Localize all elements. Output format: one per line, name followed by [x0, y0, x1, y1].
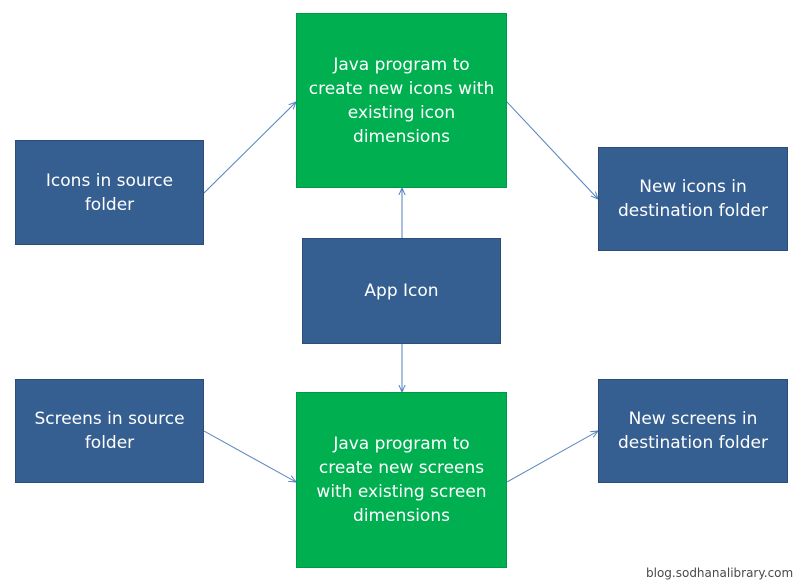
arrow-screens-source-to-java-screens [203, 430, 296, 482]
new-screens-destination-label: New screens in destination folder [617, 409, 768, 453]
arrow-java-screens-to-new-screens [506, 431, 598, 483]
java-program-screens-label: Java program to create new screens with … [316, 434, 487, 526]
arrow-java-icons-to-new-icons [506, 101, 598, 199]
java-program-icons-box: Java program to create new icons with ex… [296, 13, 507, 188]
screens-in-source-folder-label: Screens in source folder [34, 409, 185, 453]
java-program-screens-box: Java program to create new screens with … [296, 392, 507, 568]
screens-in-source-folder-box: Screens in source folder [15, 379, 204, 483]
java-program-icons-label: Java program to create new icons with ex… [308, 54, 495, 147]
watermark: blog.sodhanalibrary.com [646, 566, 794, 580]
new-icons-destination-box: New icons in destination folder [598, 147, 788, 251]
icons-in-source-folder-label: Icons in source folder [45, 170, 174, 215]
app-icon-box: App Icon [302, 238, 501, 344]
new-screens-destination-box: New screens in destination folder [598, 379, 788, 483]
arrow-icons-source-to-java-icons [203, 102, 296, 194]
app-icon-label: App Icon [364, 281, 439, 301]
icons-in-source-folder-box: Icons in source folder [15, 140, 204, 245]
new-icons-destination-label: New icons in destination folder [617, 177, 768, 221]
